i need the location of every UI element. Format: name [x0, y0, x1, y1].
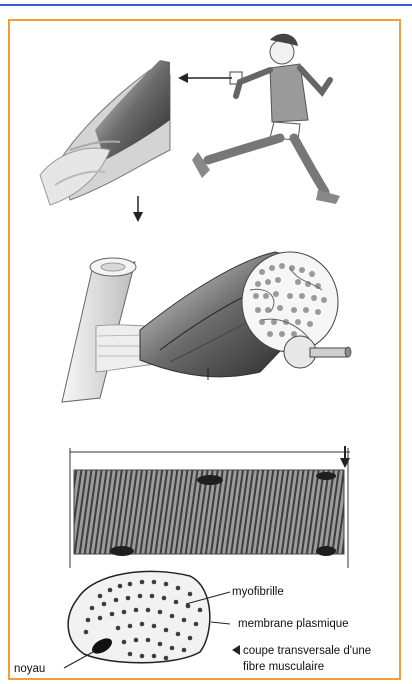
- arrow-down: [133, 196, 143, 222]
- label-myofibrille: myofibrille: [232, 585, 284, 599]
- arrow-runner-to-closeup: [178, 72, 242, 84]
- leg-muscle-closeup: [40, 60, 170, 205]
- label-noyau: noyau: [14, 662, 45, 676]
- label-coupe-line2: fibre musculaire: [243, 660, 324, 674]
- label-membrane-plasmique: membrane plasmique: [238, 617, 349, 631]
- runner-figure: [192, 34, 340, 204]
- label-coupe-line1: coupe transversale d'une: [243, 644, 371, 658]
- fiber-transverse-section: [68, 571, 210, 662]
- striated-muscle-fiber: [70, 446, 350, 568]
